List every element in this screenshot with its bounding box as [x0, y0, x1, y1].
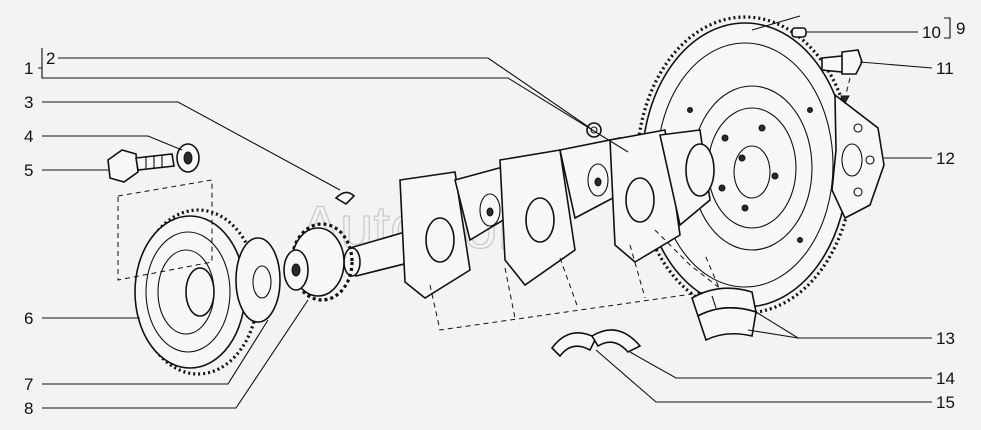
callout-13: 13	[936, 329, 955, 348]
callout-5: 5	[24, 161, 33, 180]
callout-15: 15	[936, 393, 955, 412]
callout-4: 4	[24, 127, 33, 146]
main-bearing-shells	[691, 287, 758, 342]
bolt-alignment-frame	[117, 179, 213, 281]
bearing-alignment-lines	[429, 229, 736, 331]
callout-9: 9	[956, 19, 965, 38]
crankshaft	[343, 129, 715, 299]
callout-14: 14	[936, 369, 955, 388]
callout-labels: 1 2 3 4 5 6 7 8 9 10 11 12 13 14 15	[24, 19, 965, 418]
callout-2: 2	[46, 49, 55, 68]
flywheel-washer-plate	[831, 93, 885, 220]
crankshaft-nut	[586, 122, 602, 138]
crankshaft-pulley	[134, 208, 260, 376]
callout-1: 1	[24, 59, 33, 78]
callout-6: 6	[24, 309, 33, 328]
timing-belt-pulley	[283, 222, 354, 302]
pulley-washer	[176, 143, 200, 173]
callout-7: 7	[24, 375, 33, 394]
leader-lines	[38, 15, 951, 409]
flywheel-bolt	[821, 49, 863, 105]
dowel-pin	[791, 27, 807, 38]
callout-10: 10	[922, 23, 941, 42]
callout-8: 8	[24, 399, 33, 418]
callout-3: 3	[24, 93, 33, 112]
washer	[235, 237, 281, 323]
callout-12: 12	[936, 149, 955, 168]
callout-11: 11	[936, 59, 954, 78]
pulley-bolt	[107, 149, 175, 183]
thrust-half-rings	[550, 329, 642, 358]
woodruff-key	[334, 191, 356, 206]
